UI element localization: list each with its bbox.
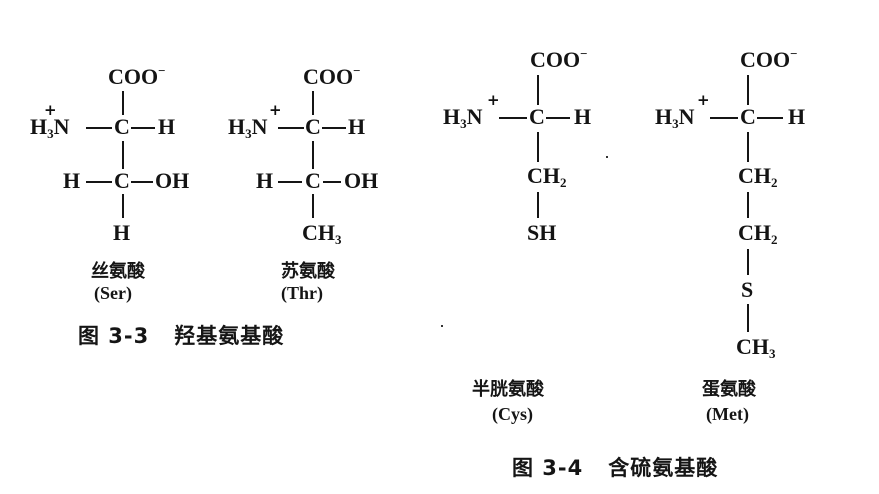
caption-number: 图 3-4: [512, 456, 584, 480]
carboxylate-group: COO−: [740, 46, 798, 72]
bond: [312, 194, 314, 218]
beta-hydrogen: H: [63, 168, 81, 193]
positive-charge: +: [697, 91, 710, 109]
methyl-group: CH3: [302, 220, 342, 247]
molecule-abbr-threonine: (Thr): [281, 283, 323, 303]
alpha-carbon: C: [529, 104, 545, 129]
alpha-hydrogen: H: [348, 114, 366, 139]
bond: [710, 117, 738, 119]
beta-carbon: C: [305, 168, 321, 193]
positive-charge: +: [487, 91, 500, 109]
bond: [747, 304, 749, 332]
methylene-group-1: CH2: [738, 163, 778, 190]
bond: [747, 249, 749, 275]
thiol-group: SH: [527, 220, 557, 245]
hydroxyl-group: OH: [155, 168, 190, 193]
bond: [747, 132, 749, 162]
alpha-carbon: C: [114, 114, 130, 139]
bond: [278, 181, 302, 183]
molecule-name-threonine: 苏氨酸: [281, 261, 335, 282]
bond: [122, 194, 124, 218]
figure-caption-3-4: 图 3-4 含硫氨基酸: [512, 452, 718, 482]
bond: [86, 181, 112, 183]
positive-charge: +: [269, 101, 282, 119]
molecule-name-cysteine: 半胱氨酸: [472, 379, 544, 400]
carboxylate-group: COO−: [303, 63, 361, 89]
scan-artifact: [606, 156, 608, 158]
carboxylate-group: COO−: [530, 46, 588, 72]
molecule-name-methionine: 蛋氨酸: [702, 379, 756, 400]
alpha-hydrogen: H: [574, 104, 592, 129]
alpha-carbon: C: [740, 104, 756, 129]
methylene-group: CH2: [527, 163, 567, 190]
bond: [312, 91, 314, 115]
bond: [537, 75, 539, 105]
bond: [322, 127, 346, 129]
ammonium-group: H3N: [655, 104, 695, 131]
caption-title: 含硫氨基酸: [608, 456, 719, 480]
bond: [757, 117, 783, 119]
methylene-group-2: CH2: [738, 220, 778, 247]
bond: [312, 141, 314, 169]
sulfur-atom: S: [741, 277, 754, 302]
bond: [747, 192, 749, 218]
beta-carbon: C: [114, 168, 130, 193]
figure-caption-3-3: 图 3-3 羟基氨基酸: [78, 320, 284, 350]
molecule-abbr-methionine: (Met): [706, 404, 749, 424]
bond: [537, 132, 539, 162]
ammonium-group: H3N: [228, 114, 268, 141]
bond: [131, 181, 153, 183]
terminal-hydrogen: H: [113, 220, 131, 245]
alpha-hydrogen: H: [788, 104, 806, 129]
bond: [747, 75, 749, 105]
carboxylate-group: COO−: [108, 63, 166, 89]
scan-artifact: [441, 325, 443, 327]
bond: [86, 127, 112, 129]
methyl-group: CH3: [736, 334, 776, 361]
positive-charge: +: [44, 101, 57, 119]
bond: [499, 117, 527, 119]
alpha-hydrogen: H: [158, 114, 176, 139]
alpha-carbon: C: [305, 114, 321, 139]
ammonium-group: H3N: [30, 114, 70, 141]
molecule-abbr-serine: (Ser): [94, 283, 132, 303]
bond: [537, 192, 539, 218]
bond: [122, 91, 124, 115]
molecule-name-serine: 丝氨酸: [91, 261, 145, 282]
hydroxyl-group: OH: [344, 168, 379, 193]
caption-title: 羟基氨基酸: [174, 324, 285, 348]
bond: [323, 181, 341, 183]
beta-hydrogen: H: [256, 168, 274, 193]
bond: [131, 127, 155, 129]
ammonium-group: H3N: [443, 104, 483, 131]
bond: [122, 141, 124, 169]
molecule-abbr-cysteine: (Cys): [492, 404, 533, 424]
bond: [546, 117, 570, 119]
caption-number: 图 3-3: [78, 324, 150, 348]
bond: [278, 127, 304, 129]
